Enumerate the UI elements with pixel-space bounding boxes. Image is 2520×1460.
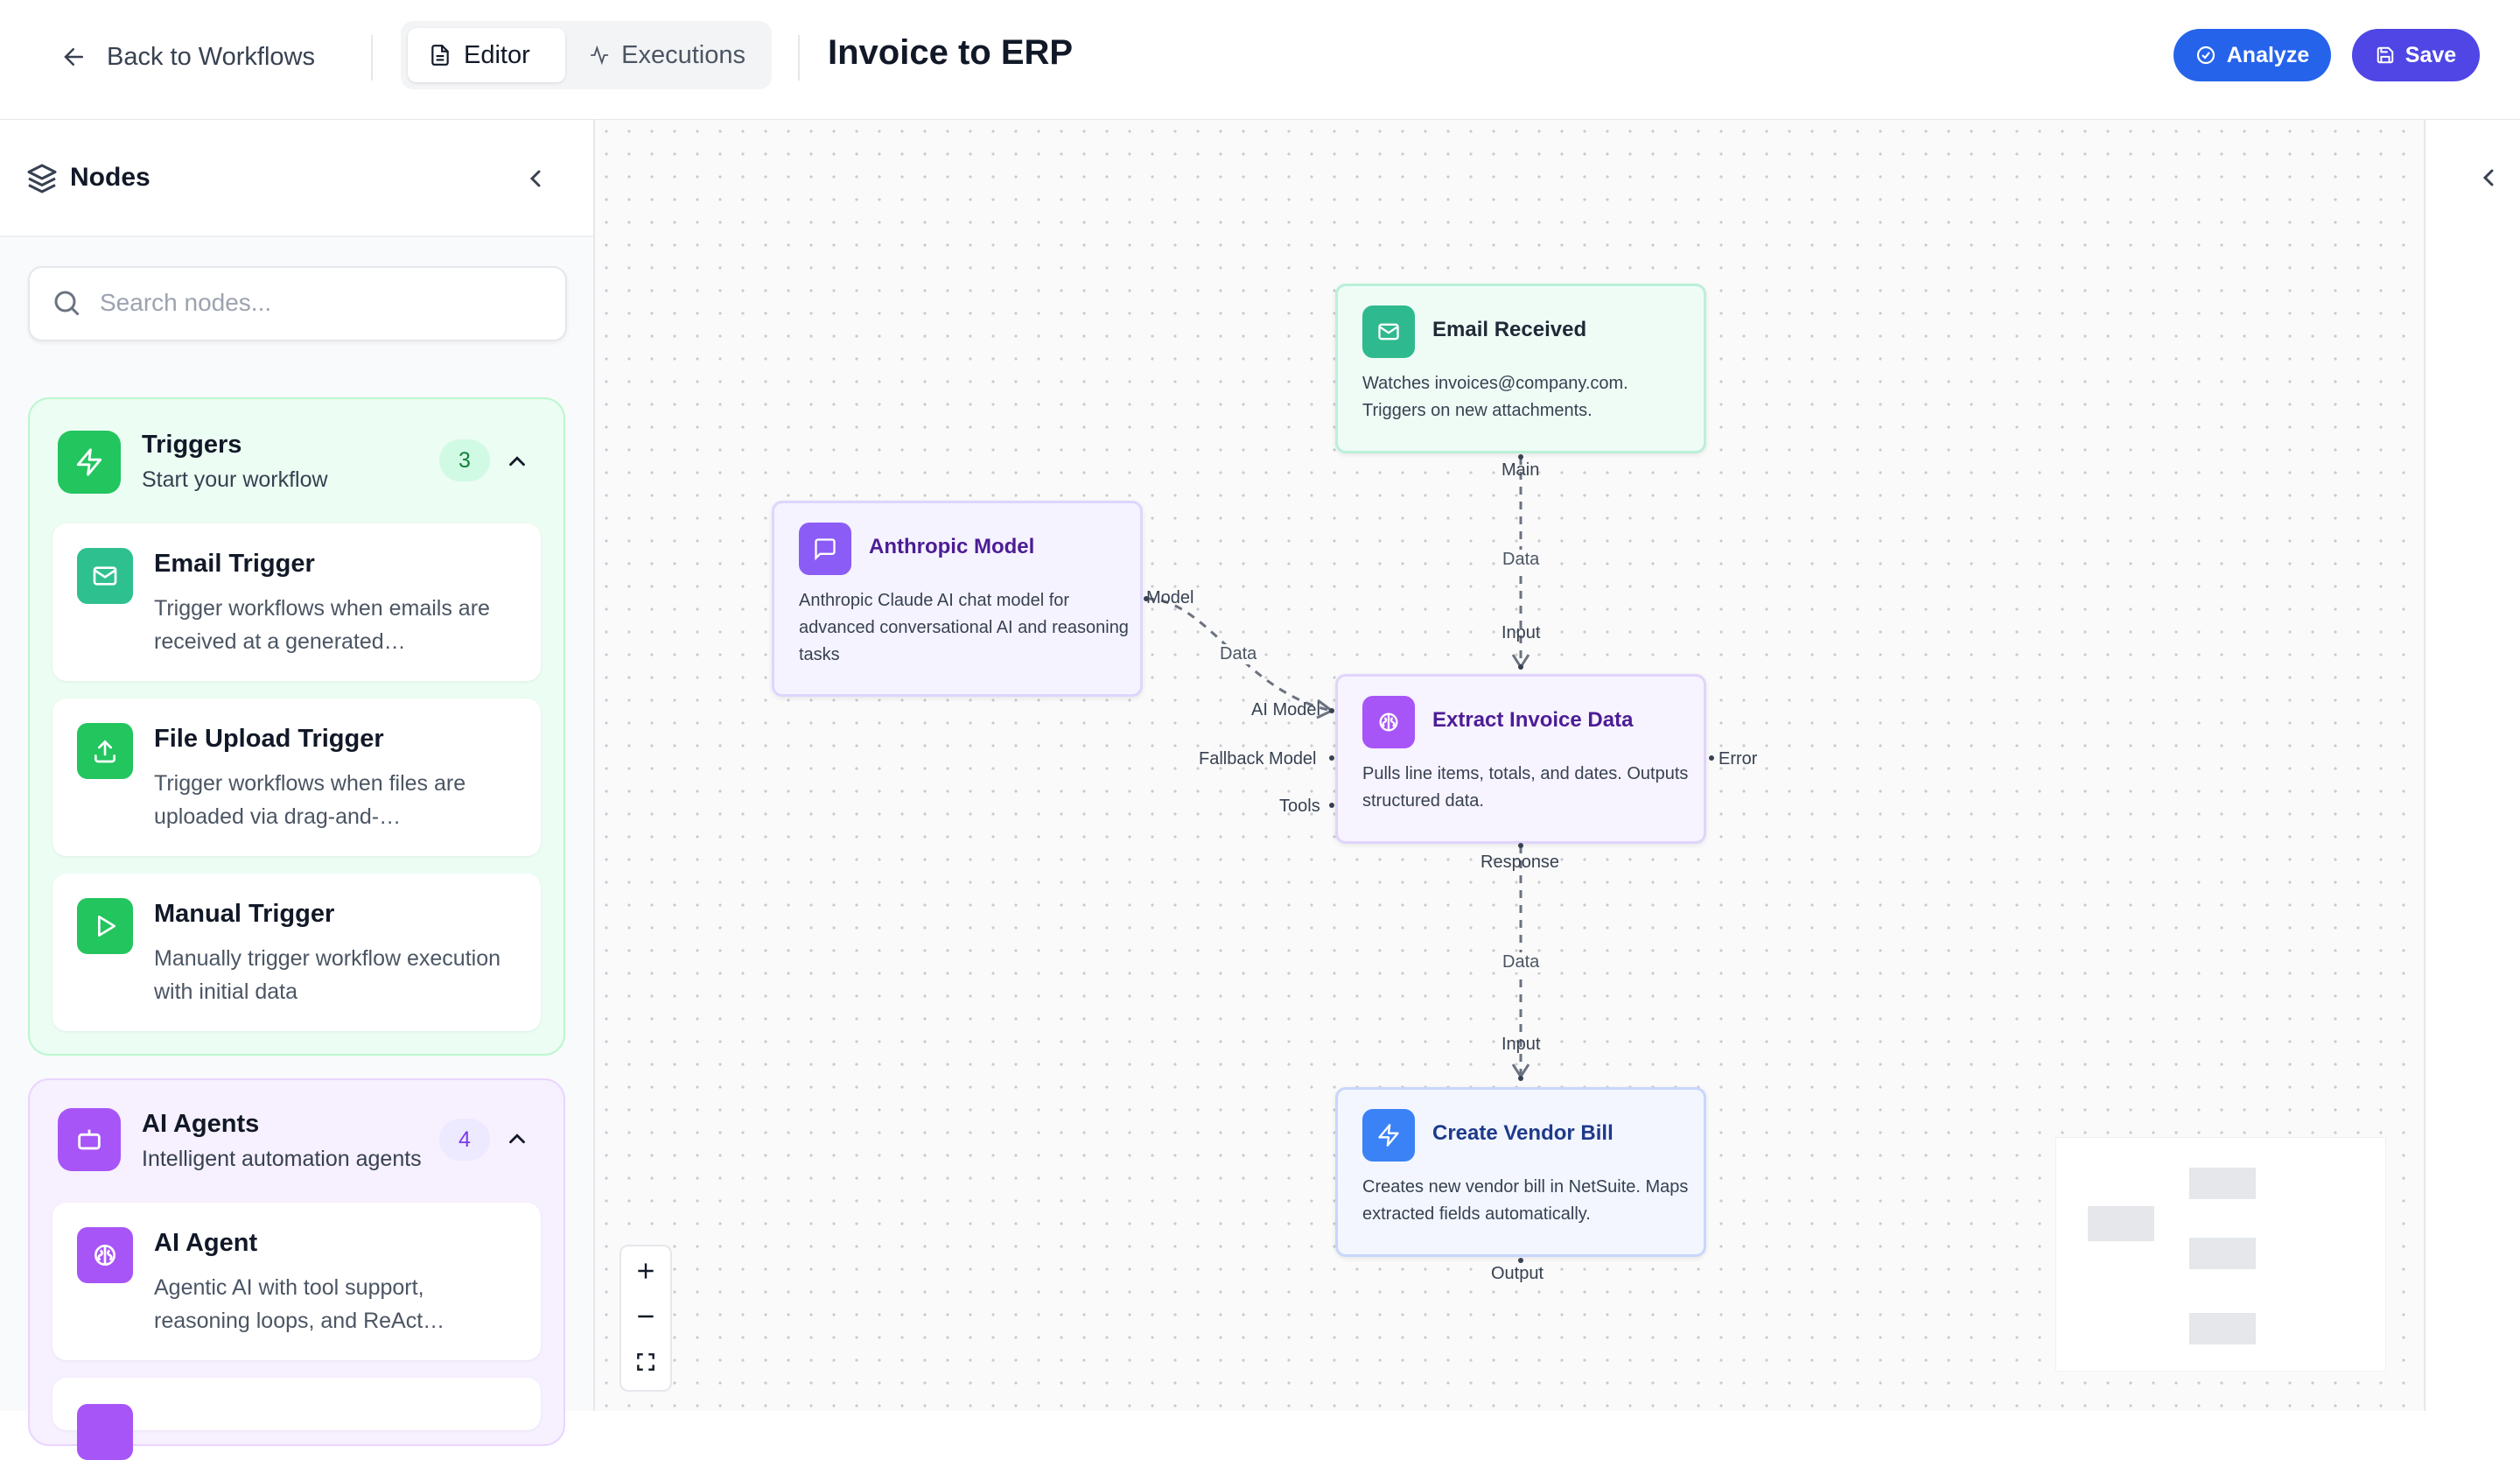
category-subtitle: Start your workflow	[142, 467, 328, 492]
node-item-email-trigger[interactable]: Email Trigger Trigger workflows when ema…	[52, 523, 541, 681]
sidebar-title: Nodes	[70, 163, 150, 192]
minimap-node	[2189, 1168, 2256, 1199]
port-label: Tools	[1279, 797, 1320, 816]
page-title: Invoice to ERP	[828, 33, 1074, 72]
collapse-sidebar-button[interactable]	[522, 165, 550, 193]
chevron-up-icon[interactable]	[504, 448, 530, 474]
node-title: Extract Invoice Data	[1432, 708, 1634, 732]
fullscreen-icon	[637, 1353, 654, 1371]
port-label: Input	[1502, 623, 1541, 642]
node-title: Anthropic Model	[869, 535, 1035, 558]
node-item-desc: Agentic AI with tool support, reasoning …	[154, 1275, 445, 1333]
category-triggers-icon	[58, 431, 121, 494]
edge-label: Data	[1499, 952, 1544, 972]
port-label: Fallback Model	[1199, 749, 1317, 769]
category-title: Triggers	[142, 431, 242, 459]
mail-icon	[1362, 305, 1415, 358]
port-handles	[1144, 454, 1714, 1263]
node-item-desc: Trigger workflows when files are uploade…	[154, 771, 466, 829]
node-desc: Watches invoices@company.com. Triggers o…	[1362, 374, 1628, 420]
play-icon	[77, 898, 133, 954]
tab-editor-label: Editor	[464, 40, 530, 69]
node-desc: Anthropic Claude AI chat model for advan…	[799, 591, 1129, 664]
chevron-up-icon[interactable]	[504, 1126, 530, 1152]
node-item-icon	[77, 1404, 133, 1460]
port-label: Error	[1718, 749, 1758, 769]
node-item-desc: Trigger workflows when emails are receiv…	[154, 596, 490, 654]
view-tabs: Editor Executions	[401, 21, 772, 89]
fit-view-button[interactable]	[621, 1339, 670, 1385]
node-item-title: Email Trigger	[154, 550, 315, 578]
category-ai-agents-icon	[58, 1108, 121, 1171]
node-title: Email Received	[1432, 318, 1587, 341]
category-count-badge: 3	[439, 439, 490, 481]
port-label: Main	[1502, 460, 1540, 480]
plus-icon	[638, 1263, 654, 1279]
node-anthropic-model[interactable]: Anthropic Model Anthropic Claude AI chat…	[772, 501, 1143, 697]
minimap-node	[2088, 1206, 2154, 1241]
node-desc: Creates new vendor bill in NetSuite. Map…	[1362, 1177, 1689, 1224]
node-email-received[interactable]: Email Received Watches invoices@company.…	[1335, 284, 1706, 453]
layers-icon	[27, 164, 57, 193]
port-label: Response	[1480, 853, 1560, 872]
brain-icon	[1362, 696, 1415, 748]
node-item-title: AI Agent	[154, 1229, 258, 1257]
back-label: Back to Workflows	[107, 42, 315, 71]
search-input[interactable]	[98, 268, 539, 338]
node-title: Create Vendor Bill	[1432, 1121, 1614, 1145]
search-icon	[54, 291, 80, 316]
expand-panel-button[interactable]	[2474, 164, 2502, 192]
category-count-badge: 4	[439, 1119, 490, 1161]
save-label: Save	[2404, 42, 2457, 67]
minimap-node	[2189, 1313, 2256, 1344]
zoom-controls	[620, 1245, 672, 1392]
edge-label: Data	[1499, 550, 1544, 570]
category-title: AI Agents	[142, 1110, 260, 1138]
brain-icon	[77, 1227, 133, 1283]
node-item-title: File Upload Trigger	[154, 725, 384, 753]
search-box	[28, 266, 567, 341]
tab-executions-label: Executions	[621, 40, 746, 69]
minus-icon	[638, 1315, 654, 1318]
save-icon	[2376, 46, 2394, 64]
zap-icon	[76, 448, 102, 476]
node-item-file-upload-trigger[interactable]: File Upload Trigger Trigger workflows wh…	[52, 698, 541, 856]
node-desc: Pulls line items, totals, and dates. Out…	[1362, 764, 1689, 811]
zap-icon	[1362, 1109, 1415, 1162]
node-item-ai-agent[interactable]: AI Agent Agentic AI with tool support, r…	[52, 1203, 541, 1360]
node-item-manual-trigger[interactable]: Manual Trigger Manually trigger workflow…	[52, 874, 541, 1031]
back-to-workflows-button[interactable]: Back to Workflows	[61, 35, 315, 79]
message-square-icon	[799, 523, 851, 575]
zoom-in-button[interactable]	[621, 1248, 670, 1294]
tab-editor[interactable]: Editor	[408, 28, 565, 82]
node-item-desc: Manually trigger workflow execution with…	[154, 946, 501, 1004]
analyze-label: Analyze	[2226, 42, 2310, 67]
arrow-left-icon	[64, 48, 83, 66]
node-item-title: Manual Trigger	[154, 900, 335, 928]
node-extract-invoice-data[interactable]: Extract Invoice Data Pulls line items, t…	[1335, 674, 1706, 844]
minimap[interactable]	[2056, 1138, 2385, 1371]
save-button[interactable]: Save	[2352, 29, 2480, 81]
port-label: AI Model	[1251, 700, 1320, 719]
port-label: Model	[1146, 588, 1194, 607]
category-subtitle: Intelligent automation agents	[142, 1147, 422, 1171]
upload-icon	[77, 723, 133, 779]
minimap-node	[2189, 1238, 2256, 1269]
node-create-vendor-bill[interactable]: Create Vendor Bill Creates new vendor bi…	[1335, 1087, 1706, 1257]
edge-label: Data	[1216, 644, 1261, 664]
analyze-button[interactable]: Analyze	[2174, 29, 2331, 81]
mail-icon	[77, 548, 133, 604]
port-label: Input	[1502, 1035, 1541, 1054]
divider	[371, 35, 373, 81]
activity-icon	[590, 45, 609, 66]
zoom-out-button[interactable]	[621, 1294, 670, 1339]
divider	[798, 35, 800, 81]
tab-executions[interactable]: Executions	[569, 28, 766, 82]
check-circle-icon	[2196, 46, 2215, 65]
port-label: Output	[1491, 1264, 1544, 1283]
sidebar-header	[0, 120, 593, 237]
bot-icon	[78, 1129, 101, 1150]
right-panel	[2424, 120, 2520, 1411]
document-icon	[431, 45, 449, 66]
